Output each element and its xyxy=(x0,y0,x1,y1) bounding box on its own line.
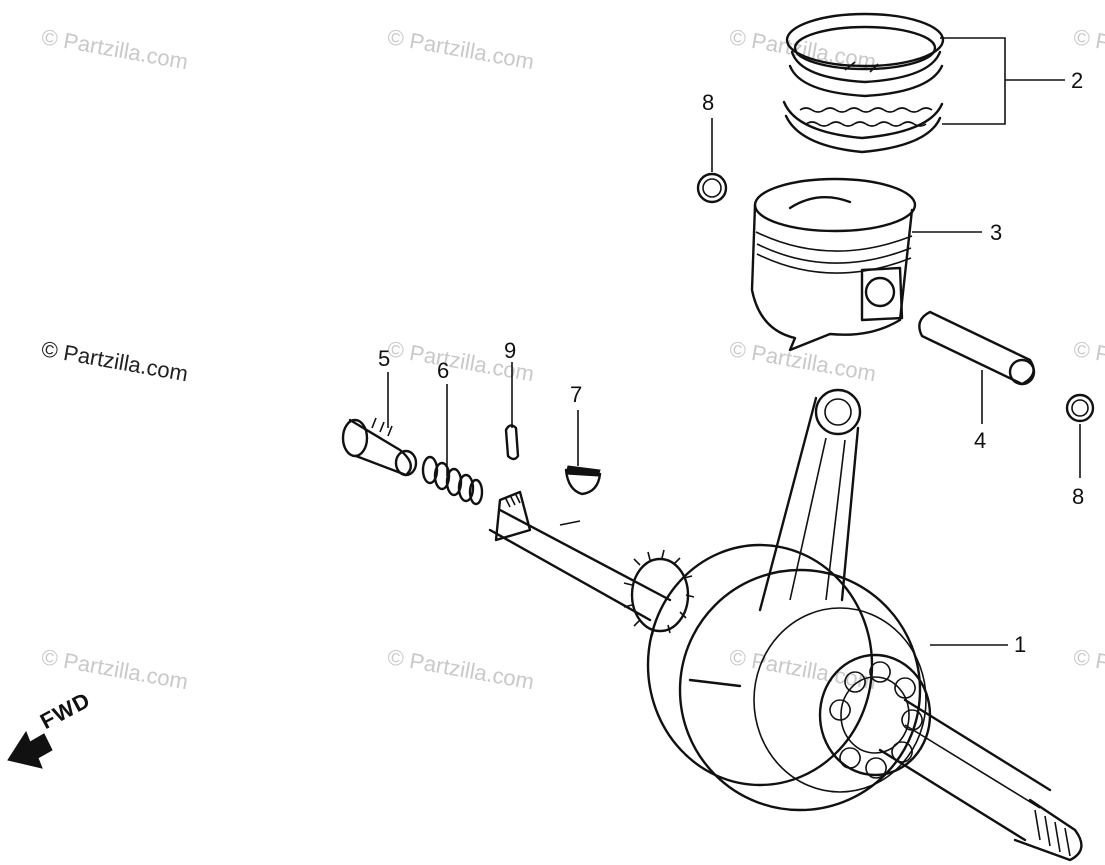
piston[interactable] xyxy=(750,177,917,352)
dowel-pin[interactable] xyxy=(504,424,520,461)
forward-arrow-icon xyxy=(7,730,53,769)
callout-4[interactable]: 4 xyxy=(974,428,987,453)
callout-7[interactable]: 7 xyxy=(570,382,583,407)
piston-pin[interactable] xyxy=(918,310,1036,386)
woodruff-key[interactable] xyxy=(564,465,602,496)
piston-rings[interactable] xyxy=(782,12,945,154)
spring[interactable] xyxy=(421,455,484,506)
callout-8-left[interactable]: 8 xyxy=(702,90,715,115)
callout-3[interactable]: 3 xyxy=(990,220,1003,245)
leader-line-2 xyxy=(940,37,1065,125)
callout-1[interactable]: 1 xyxy=(1014,632,1027,657)
callout-8-right[interactable]: 8 xyxy=(1072,484,1085,509)
crank-spindle[interactable] xyxy=(341,417,418,477)
piston-pin-clip-right[interactable] xyxy=(1065,393,1095,423)
piston-pin-clip-left[interactable] xyxy=(696,172,728,204)
callout-9[interactable]: 9 xyxy=(504,338,517,363)
callout-2[interactable]: 2 xyxy=(1071,68,1084,93)
callout-6[interactable]: 6 xyxy=(437,358,450,383)
callout-5[interactable]: 5 xyxy=(378,346,391,371)
crankshaft-assembly[interactable] xyxy=(488,388,1083,862)
